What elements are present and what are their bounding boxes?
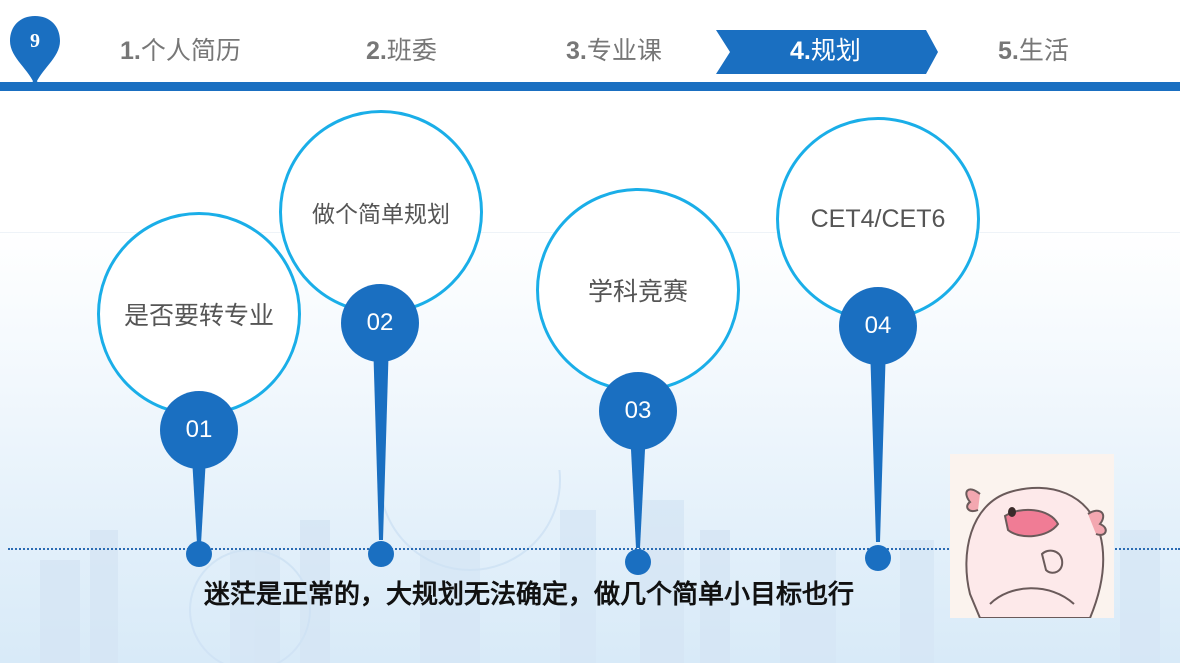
tab-label: 生活 xyxy=(1018,36,1069,65)
timeline-stem xyxy=(373,340,389,540)
tab-number: 5. xyxy=(998,37,1019,65)
timeline-dot xyxy=(865,545,891,571)
tab-number: 2. xyxy=(366,37,387,65)
plan-item-text: 做个简单规划 xyxy=(312,201,450,227)
plan-badge-01: 01 xyxy=(160,391,238,469)
plan-badge-03: 03 xyxy=(599,372,677,450)
page-number-pin-icon xyxy=(10,16,60,91)
plan-badge-04: 04 xyxy=(839,287,917,365)
tab-number: 3. xyxy=(566,37,587,65)
tab-label: 专业课 xyxy=(586,36,662,65)
plan-circle-01: 是否要转专业 xyxy=(97,212,301,416)
page-number: 9 xyxy=(30,30,40,52)
plan-item-text: CET4/CET6 xyxy=(810,204,946,233)
tab-number: 4. xyxy=(790,37,811,65)
tab-label: 班委 xyxy=(386,36,437,65)
tab-label: 规划 xyxy=(810,36,861,65)
caption-text: 迷茫是正常的，大规划无法确定，做几个简单小目标也行 xyxy=(204,580,855,610)
plan-circle-03: 学科竞赛 xyxy=(536,188,740,392)
tab-resume[interactable]: 1.个人简历 xyxy=(120,34,241,68)
tab-life[interactable]: 5.生活 xyxy=(998,34,1069,68)
plan-badge-02: 02 xyxy=(341,284,419,362)
plan-item-text: 是否要转专业 xyxy=(123,302,274,330)
tab-major-courses[interactable]: 3.专业课 xyxy=(566,34,662,68)
city-skyline-decoration xyxy=(40,470,1160,663)
timeline-dot xyxy=(625,549,651,575)
tab-class-committee[interactable]: 2.班委 xyxy=(366,34,437,68)
cartoon-axolotl-sticker-icon xyxy=(950,454,1114,618)
timeline-dot xyxy=(368,541,394,567)
plan-item-text: 学科竞赛 xyxy=(587,278,688,306)
plan-circle-02: 做个简单规划 xyxy=(279,110,483,314)
tab-label: 个人简历 xyxy=(140,36,241,65)
timeline-dot xyxy=(186,541,212,567)
tab-number: 1. xyxy=(120,37,141,65)
timeline-stem xyxy=(630,430,646,548)
header-bar xyxy=(0,82,1180,91)
timeline-dotted-line xyxy=(8,548,1180,550)
timeline-stem xyxy=(870,345,886,542)
tab-planning[interactable]: 4.规划 xyxy=(790,34,861,68)
active-tab-background xyxy=(716,30,938,74)
